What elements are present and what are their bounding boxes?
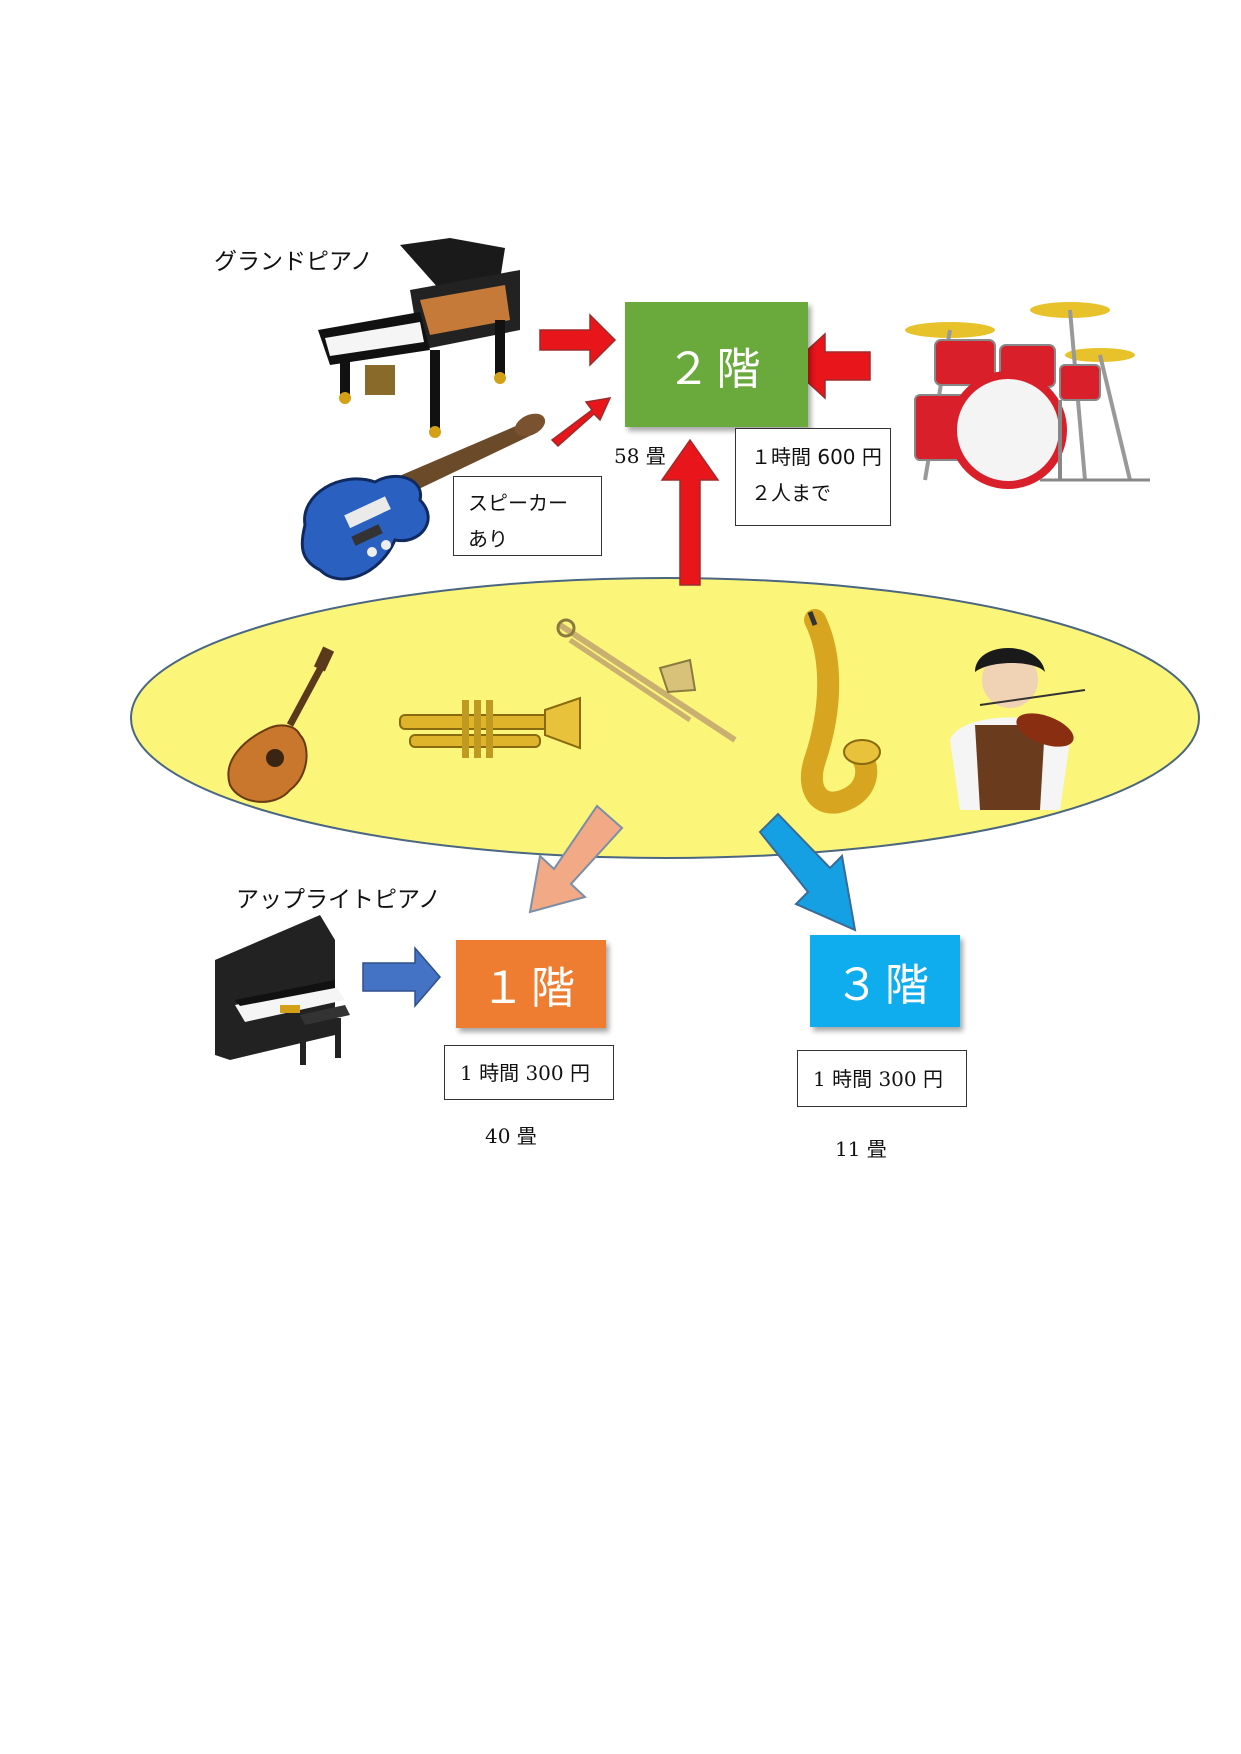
floor3-box: ３階 [810, 935, 960, 1027]
floor3-note: 1 時間 300 円 [797, 1050, 967, 1107]
trumpet-icon [399, 696, 581, 758]
floor1-note-line-1: 1 時間 300 円 [460, 1061, 590, 1085]
floor1-note: 1 時間 300 円 [444, 1045, 614, 1100]
floor2-label: ２階 [666, 343, 767, 395]
upright-piano-label: アップライトピアノ [236, 887, 441, 913]
speaker-note-line-2: あり [468, 527, 508, 551]
upright-piano-icon [215, 915, 350, 1065]
floor3-label: ３階 [835, 960, 935, 1011]
arrow-piano-to-floor2 [539, 313, 617, 367]
grand-piano-icon [318, 238, 520, 438]
floor1-box: １階 [456, 940, 606, 1028]
speaker-note: スピーカー あり [453, 476, 602, 556]
grand-piano-label: グランドピアノ [214, 249, 373, 275]
floor3-area: 11 畳 [835, 1137, 887, 1161]
violinist-icon [950, 648, 1086, 810]
saxophone-icon [800, 609, 881, 814]
floor2-note-line-2: ２人まで [751, 481, 831, 505]
floor2-area: 58 畳 [614, 444, 666, 468]
floor2-note: １時間 600 円 ２人まで [735, 428, 891, 526]
instruments-ellipse [130, 577, 1200, 859]
acoustic-guitar-icon [227, 646, 335, 803]
drum-kit-icon [905, 302, 1150, 489]
arrow-guitar-to-floor2 [550, 397, 612, 448]
floor1-area: 40 畳 [485, 1124, 537, 1148]
floor2-box: ２階 [625, 302, 808, 427]
floor3-note-line-1: 1 時間 300 円 [813, 1067, 943, 1091]
arrow-upright-to-floor1 [362, 945, 441, 1009]
speaker-note-line-1: スピーカー [468, 491, 568, 515]
floor2-note-line-1: １時間 600 円 [751, 445, 882, 469]
floor1-label: １階 [481, 963, 581, 1014]
electric-guitar-icon [300, 413, 546, 581]
arrow-ellipse-to-floor3 [758, 812, 857, 932]
trombone-icon [556, 618, 737, 743]
arrow-ellipse-to-floor2 [660, 438, 720, 586]
arrow-ellipse-to-floor1 [528, 804, 624, 914]
